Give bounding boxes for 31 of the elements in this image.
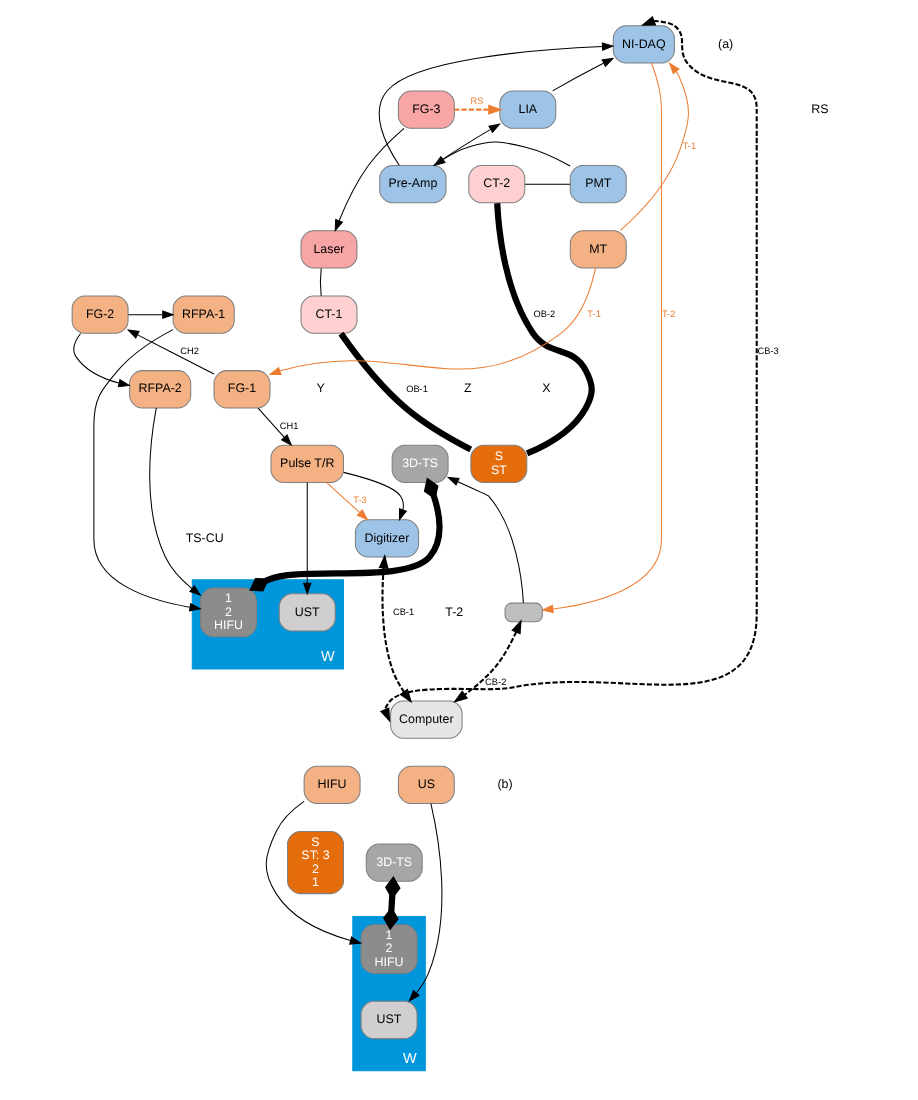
arrow [342,471,407,522]
connector [382,875,400,931]
arrow [432,141,570,167]
arrow [432,123,501,166]
arrow [377,554,412,704]
arrow [407,803,442,1003]
arrow [378,16,757,723]
arrow [333,127,404,233]
arrow [377,42,614,166]
arrow [126,310,174,320]
connector [493,203,594,457]
arrow [445,476,523,604]
connector [318,267,321,297]
connector [337,331,472,453]
arrow [325,482,368,521]
connector [248,477,442,592]
arrow [264,800,362,945]
node-box [503,602,542,623]
arrow [551,57,614,92]
arrow [301,482,311,596]
arrow [453,104,502,115]
arrow [452,619,521,703]
arrow [540,62,661,614]
arrow [125,329,214,375]
arrow [618,62,688,231]
arrow [92,329,201,612]
arrow [72,332,130,388]
arrow [256,407,292,447]
connector [523,183,570,185]
arrow [148,407,201,596]
arrow [267,267,595,376]
